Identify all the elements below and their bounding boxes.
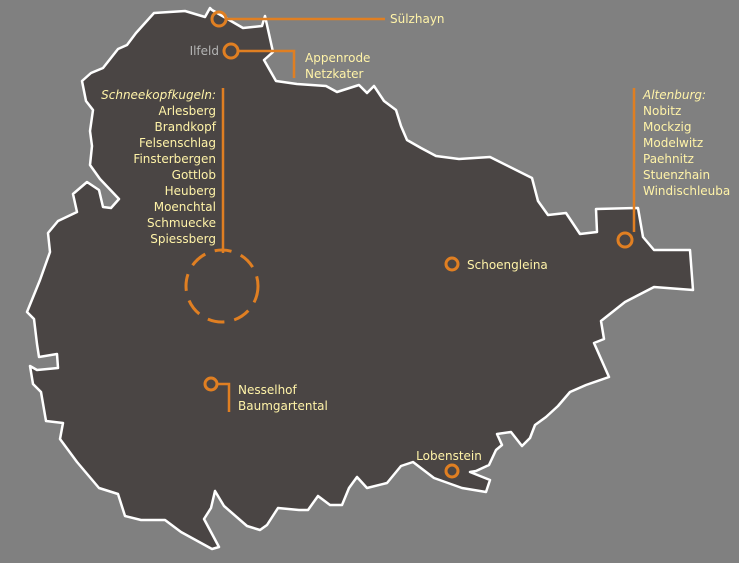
schneekopf-title: Schneekopfkugeln: [101, 88, 216, 102]
nesselhof-marker-icon[interactable] [203, 376, 219, 392]
nesselhof-item: Nesselhof [238, 383, 298, 397]
ilfeld-leader-line [238, 49, 296, 78]
schneekopf-item: Arlesberg [159, 104, 216, 118]
nesselhof-leader-line [218, 382, 231, 412]
schoengleina-marker-icon[interactable] [444, 256, 460, 272]
altenburg-item: Mockzig [643, 120, 692, 134]
schneekopf-item: Gottlob [172, 168, 216, 182]
suelzhayn-marker-icon[interactable] [210, 10, 228, 28]
lobenstein-label: Lobenstein [416, 449, 482, 463]
schneekopf-item: Spiessberg [150, 232, 216, 246]
altenburg-item: Stuenzhain [643, 168, 710, 182]
schneekopf-area-dashed-circle-icon[interactable] [184, 248, 260, 324]
altenburg-title: Altenburg: [642, 88, 706, 102]
lobenstein-marker-icon[interactable] [444, 463, 460, 479]
schoengleina-label: Schoengleina [467, 258, 548, 272]
altenburg-marker-icon[interactable] [616, 231, 634, 249]
schneekopf-item: Brandkopf [155, 120, 217, 134]
ilfeld-label: Ilfeld [190, 44, 219, 58]
altenburg-item: Paehnitz [643, 152, 694, 166]
altenburg-item: Nobitz [643, 104, 681, 118]
ilfeld-item-netzkater: Netzkater [305, 67, 364, 81]
schneekopf-item: Moenchtal [154, 200, 216, 214]
ilfeld-item-appenrode: Appenrode [305, 51, 370, 65]
altenburg-item: Modelwitz [643, 136, 703, 150]
region-outline [25, 6, 695, 551]
schneekopf-item: Felsenschlag [139, 136, 216, 150]
suelzhayn-label: Sülzhayn [390, 12, 445, 26]
schneekopf-item: Finsterbergen [133, 152, 216, 166]
nesselhof-item: Baumgartental [238, 399, 328, 413]
altenburg-item: Windischleuba [643, 184, 730, 198]
ilfeld-marker-icon[interactable] [222, 42, 240, 60]
schneekopf-item: Schmuecke [147, 216, 216, 230]
schneekopf-item: Heuberg [165, 184, 216, 198]
